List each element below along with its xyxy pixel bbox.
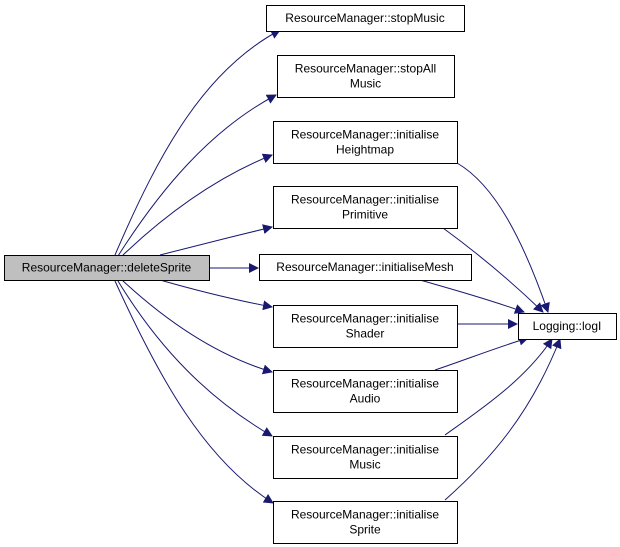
node-stopAllMusic-label-line-0: ResourceManager::stopAll <box>295 62 436 76</box>
node-stopAllMusic-box <box>277 55 455 98</box>
node-initialisePrimitive-label-line-0: ResourceManager::initialise <box>291 193 439 207</box>
edge-initialiseMesh-to-logI <box>419 279 525 314</box>
edges-layer <box>114 29 562 504</box>
node-deleteSprite[interactable]: ResourceManager::deleteSprite <box>4 255 210 281</box>
edge-initialiseHeightmap-to-logI <box>456 162 550 313</box>
node-logI-label-line-0: Logging::logI <box>533 319 602 333</box>
node-initialiseMesh-box <box>259 254 472 281</box>
node-stopMusic-label-line-0: ResourceManager::stopMusic <box>285 11 444 25</box>
edge-initialiseMusic-to-logI <box>444 338 553 436</box>
edge-deleteSprite-to-initialiseHeightmap <box>121 153 273 257</box>
node-initialiseSprite-label-line-0: ResourceManager::initialise <box>291 508 439 522</box>
node-initialiseMusic-box <box>273 436 458 479</box>
edge-deleteSprite-to-stopAllMusic <box>117 94 277 257</box>
edge-initialisePrimitive-to-logI <box>442 227 544 313</box>
node-deleteSprite-label-line-0: ResourceManager::deleteSprite <box>22 261 192 275</box>
node-logI[interactable]: Logging::logI <box>518 313 617 340</box>
node-initialiseSprite-label-line-1: Sprite <box>349 523 381 537</box>
node-initialiseShader-box <box>273 305 458 348</box>
node-initialiseMusic-label-line-0: ResourceManager::initialise <box>291 443 439 457</box>
edge-deleteSprite-to-initialiseSprite <box>114 280 274 504</box>
node-initialiseHeightmap-label-line-1: Heightmap <box>336 143 394 157</box>
node-initialiseHeightmap-box <box>273 121 458 164</box>
edge-initialiseSprite-to-logI <box>444 338 562 501</box>
node-initialisePrimitive-label-line-1: Primitive <box>342 208 388 222</box>
node-initialisePrimitive-box <box>273 186 458 229</box>
node-deleteSprite-box <box>4 255 210 281</box>
node-initialiseAudio-box <box>273 370 458 413</box>
node-logI-box <box>518 313 617 340</box>
node-stopMusic[interactable]: ResourceManager::stopMusic <box>266 5 465 32</box>
node-initialiseShader-label-line-0: ResourceManager::initialise <box>291 312 439 326</box>
edge-deleteSprite-to-initialisePrimitive <box>159 224 273 256</box>
nodes-layer: ResourceManager::deleteSpriteLogging::lo… <box>4 5 617 544</box>
node-initialiseMusic-label-line-1: Music <box>349 458 380 472</box>
node-initialiseAudio-label-line-1: Audio <box>350 392 381 406</box>
node-stopAllMusic-label-line-1: Music <box>350 77 381 91</box>
node-initialiseSprite-box <box>273 501 458 544</box>
node-initialiseShader-label-line-1: Shader <box>346 327 385 341</box>
node-initialiseHeightmap-label-line-0: ResourceManager::initialise <box>291 128 439 142</box>
node-initialiseMesh-label-line-0: ResourceManager::initialiseMesh <box>276 260 453 274</box>
edge-deleteSprite-to-stopMusic <box>114 29 281 256</box>
edge-deleteSprite-to-initialiseMusic <box>117 280 273 437</box>
node-initialiseMesh[interactable]: ResourceManager::initialiseMesh <box>259 254 472 281</box>
edge-deleteSprite-to-initialiseAudio <box>121 279 273 375</box>
edge-deleteSprite-to-initialiseShader <box>159 279 273 311</box>
node-initialiseAudio-label-line-0: ResourceManager::initialise <box>291 377 439 391</box>
node-stopMusic-box <box>266 5 465 32</box>
edge-initialiseAudio-to-logI <box>434 335 529 371</box>
